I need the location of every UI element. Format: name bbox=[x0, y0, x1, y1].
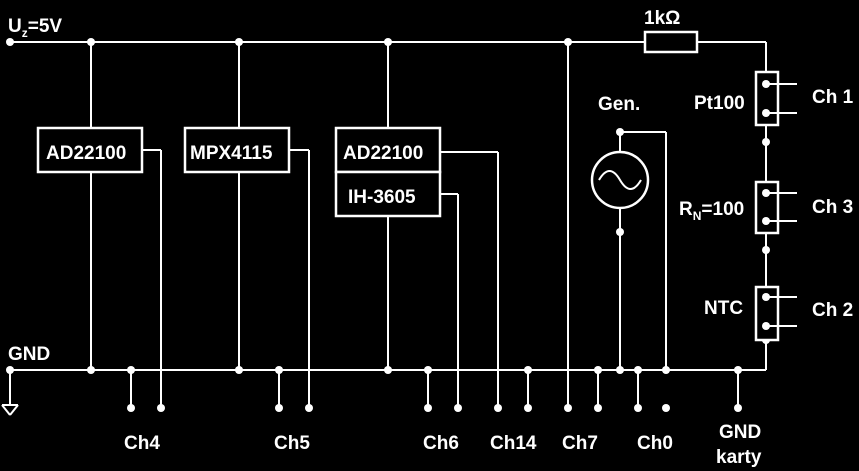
resistor-label: 1kΩ bbox=[644, 8, 680, 29]
channel-ch7-label: Ch7 bbox=[562, 433, 598, 454]
bottom-terminals bbox=[127, 404, 742, 412]
channel-ch0-label: Ch0 bbox=[637, 433, 673, 454]
sensor-pt100 bbox=[754, 70, 797, 127]
sensor-ntc-label: NTC bbox=[704, 298, 743, 319]
generator-label: Gen. bbox=[598, 94, 640, 115]
supply-label: Uz=5V bbox=[8, 16, 62, 40]
channel-ch5-label: Ch5 bbox=[274, 433, 310, 454]
channel-ch1-label: Ch 1 bbox=[812, 87, 854, 108]
ch7-line bbox=[564, 38, 572, 408]
generator bbox=[590, 128, 667, 374]
channel-ch2-label: Ch 2 bbox=[812, 300, 853, 321]
module-ad22100-ih3605 bbox=[334, 38, 499, 408]
supply-rail bbox=[6, 38, 767, 72]
channel-ch6-label: Ch6 bbox=[423, 433, 459, 454]
sensor-ntc bbox=[754, 285, 797, 342]
gnd-karty-label-1: GND bbox=[719, 422, 761, 443]
sensor-pt100-label: Pt100 bbox=[694, 93, 745, 114]
gnd-karty-label-2: karty bbox=[716, 447, 762, 468]
module-ad22100-right-label: AD22100 bbox=[343, 143, 423, 164]
channel-ch3-label: Ch 3 bbox=[812, 197, 853, 218]
module-ad22100-left bbox=[36, 38, 162, 408]
module-ih3605-label: IH-3605 bbox=[348, 187, 416, 208]
ground-label: GND bbox=[8, 344, 50, 365]
resistor-1k bbox=[643, 30, 699, 54]
channel-ch14-label: Ch14 bbox=[490, 433, 537, 454]
ground-rail bbox=[1, 340, 767, 416]
sensor-rn bbox=[754, 180, 797, 235]
module-mpx4115 bbox=[183, 38, 310, 408]
channel-ch4-label: Ch4 bbox=[124, 433, 160, 454]
sensor-rn-label: RN=100 bbox=[679, 199, 744, 223]
module-ad22100-left-label: AD22100 bbox=[46, 143, 126, 164]
module-mpx4115-label: MPX4115 bbox=[190, 143, 273, 164]
bottom-taps bbox=[127, 366, 742, 408]
